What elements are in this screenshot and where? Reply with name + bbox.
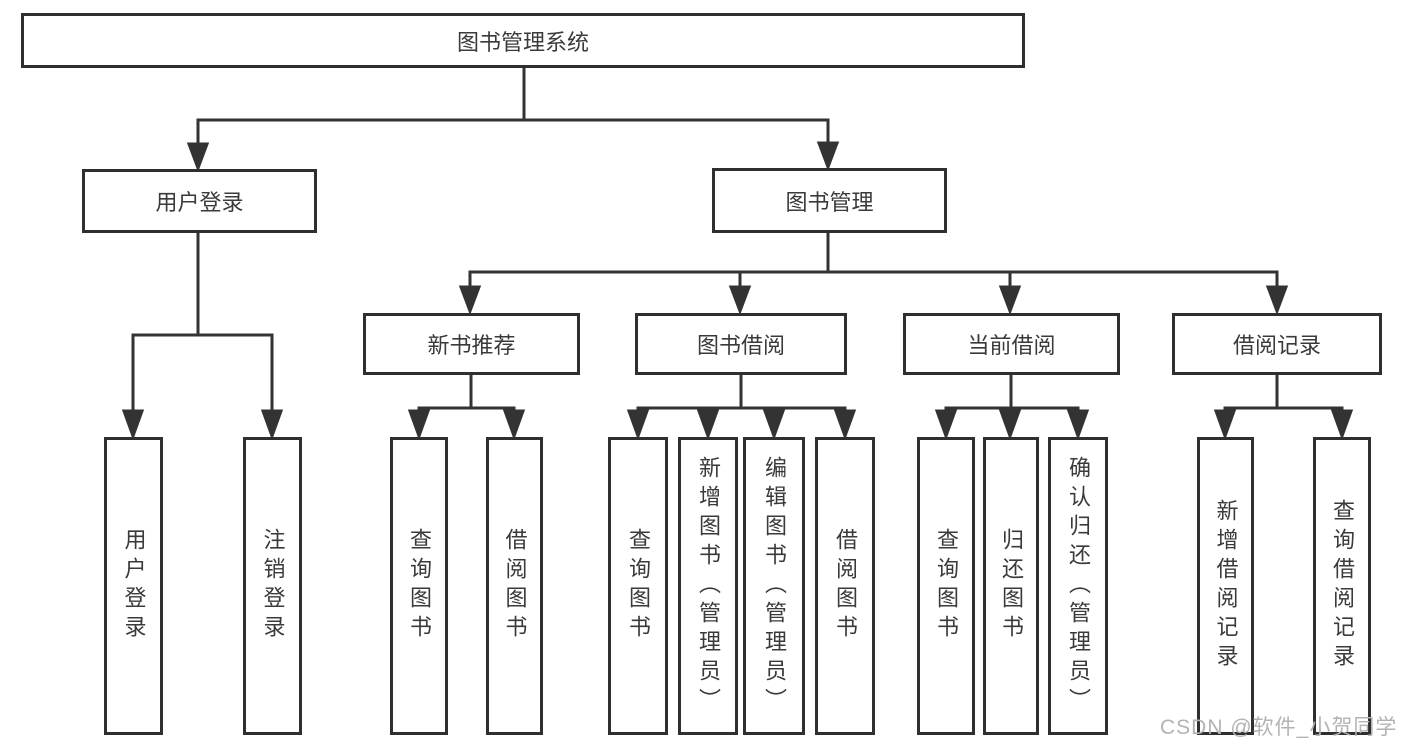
leaf-user-login: 用户登录 (104, 437, 163, 735)
arrowhead-icon (502, 409, 526, 441)
connector-bookmgmt-to-level3 (458, 232, 1289, 316)
arrowhead-icon (1330, 409, 1354, 441)
leaf-query-books-1: 查询图书 (390, 437, 448, 735)
node-current-borrow: 当前借阅 (903, 313, 1120, 375)
arrowhead-icon (458, 285, 482, 316)
arrowhead-icon (728, 285, 752, 316)
leaf-query-books-3: 查询图书 (917, 437, 975, 735)
arrowhead-icon (816, 141, 840, 172)
node-borrow-records: 借阅记录 (1172, 313, 1382, 375)
node-system-root: 图书管理系统 (21, 13, 1025, 68)
node-new-book-recommend: 新书推荐 (363, 313, 580, 375)
arrowhead-icon (696, 409, 720, 441)
leaf-add-books-admin: 新增图书（管理员） (678, 437, 738, 735)
connector-currentborrow-to-leaves (934, 375, 1090, 441)
arrowhead-icon (1066, 409, 1090, 441)
arrowhead-icon (260, 409, 284, 441)
leaf-borrow-books-2: 借阅图书 (815, 437, 875, 735)
csdn-watermark: CSDN @软件_小贺同学 (1160, 716, 1398, 739)
arrowhead-icon (998, 285, 1022, 316)
arrowhead-icon (833, 409, 857, 441)
leaf-query-books-2: 查询图书 (608, 437, 668, 735)
node-user-login: 用户登录 (82, 169, 317, 233)
arrowhead-icon (1213, 409, 1237, 441)
arrowhead-icon (121, 409, 145, 441)
arrowhead-icon (934, 409, 958, 441)
connector-borrowrecords-to-leaves (1213, 375, 1354, 441)
connector-newbooks-to-leaves (407, 375, 526, 441)
arrowhead-icon (186, 142, 210, 173)
leaf-borrow-books-1: 借阅图书 (486, 437, 543, 735)
node-book-borrow: 图书借阅 (635, 313, 847, 375)
arrowhead-icon (1265, 285, 1289, 316)
leaf-return-books: 归还图书 (983, 437, 1039, 735)
connector-root-to-level2 (186, 66, 840, 173)
arrowhead-icon (762, 409, 786, 441)
connector-bookborrow-to-leaves (626, 375, 857, 441)
arrowhead-icon (626, 409, 650, 441)
leaf-query-borrow-record: 查询借阅记录 (1313, 437, 1371, 735)
connector-userlogin-to-leaves (121, 232, 284, 441)
leaf-add-borrow-record: 新增借阅记录 (1197, 437, 1254, 735)
node-book-management: 图书管理 (712, 168, 947, 233)
arrowhead-icon (998, 409, 1022, 441)
leaf-confirm-return-admin: 确认归还（管理员） (1048, 437, 1108, 735)
leaf-edit-books-admin: 编辑图书（管理员） (743, 437, 805, 735)
leaf-logout: 注销登录 (243, 437, 302, 735)
arrowhead-icon (407, 409, 431, 441)
